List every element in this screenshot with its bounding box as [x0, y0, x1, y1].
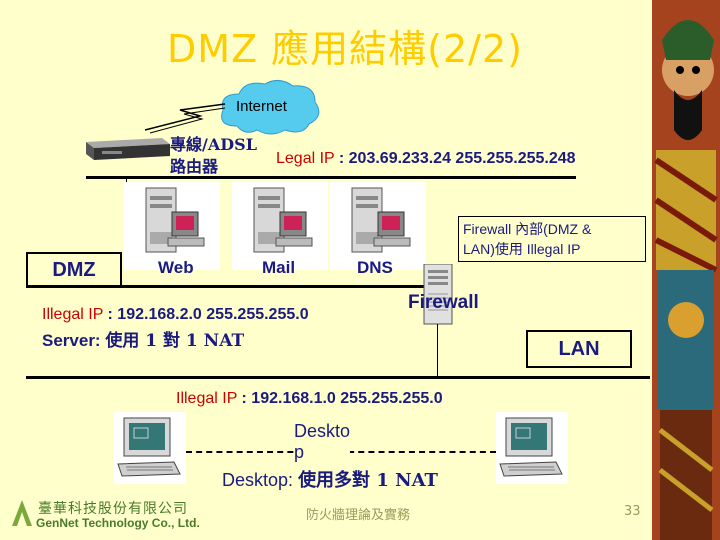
- router-label: 專線/ADSL 路由器: [170, 134, 257, 178]
- desktop-nat-label: Desktop:: [222, 470, 294, 490]
- server-nat-text: Server: 使用 1 對 1 NAT: [42, 326, 244, 351]
- wan-link-icon: [144, 103, 226, 134]
- desktop-label-line1: Deskto: [294, 421, 351, 441]
- web-server-label: Web: [158, 258, 194, 277]
- lan-label: LAN: [558, 338, 600, 360]
- internet-cloud-icon: [221, 80, 320, 135]
- dmz-label-box: DMZ: [26, 252, 122, 288]
- firewall-device-icon: [423, 264, 453, 325]
- dmz-label: DMZ: [52, 259, 96, 281]
- legal-ip-label: Legal IP: [276, 150, 335, 167]
- internet-label: Internet: [236, 98, 287, 115]
- dns-server-label: DNS: [357, 258, 393, 277]
- firewall-note-line1: Firewall 內部(DMZ &: [463, 221, 592, 237]
- router-label-line2: 路由器: [170, 157, 219, 176]
- desktop-label: Deskto p: [294, 421, 351, 463]
- company-name-en: GenNet Technology Co., Ltd.: [36, 516, 200, 530]
- lan-ip-value: : 192.168.1.0 255.255.255.0: [241, 390, 443, 407]
- dmz-network-line: [26, 285, 426, 288]
- dmz-ip-text: Illegal IP : 192.168.2.0 255.255.255.0: [42, 306, 309, 324]
- lan-network-line: [26, 376, 650, 379]
- slide-title: DMZ 應用結構(2/2): [167, 27, 523, 71]
- firewall-lan-link: [437, 324, 438, 376]
- external-network-line: [86, 176, 576, 179]
- page-number: 33: [624, 504, 641, 519]
- desktop-label-line2: p: [294, 442, 305, 462]
- web-server-icon: [124, 182, 220, 270]
- firewall-note-line2: LAN)使用 Illegal IP: [463, 241, 581, 257]
- mail-server-label: Mail: [262, 258, 296, 277]
- door-guardian-image: [652, 0, 720, 540]
- server-nat-value: 使用 1 對 1 NAT: [105, 331, 245, 351]
- lan-ip-label: Illegal IP: [176, 390, 238, 407]
- server-nat-label: Server:: [42, 331, 101, 350]
- dmz-ip-label: Illegal IP: [42, 306, 104, 323]
- company-name-cn: 臺華科技股份有限公司: [38, 501, 188, 517]
- mail-server-icon: [232, 182, 328, 270]
- desktop-nat-value: 使用多對 1 NAT: [298, 470, 438, 491]
- legal-ip-text: Legal IP : 203.69.233.24 255.255.255.248: [276, 150, 576, 168]
- dmz-ip-value: : 192.168.2.0 255.255.255.0: [107, 306, 309, 323]
- company-logo-icon: [12, 500, 32, 526]
- router-icon: [86, 138, 170, 160]
- legal-ip-value: : 203.69.233.24 255.255.255.248: [338, 150, 576, 167]
- desktop-right-icon: [496, 412, 568, 484]
- lan-ip-text: Illegal IP : 192.168.1.0 255.255.255.0: [176, 390, 443, 408]
- footer-course-title: 防火牆理論及實務: [306, 508, 411, 523]
- desktop-nat-text: Desktop: 使用多對 1 NAT: [222, 466, 438, 492]
- firewall-label: Firewall: [408, 292, 479, 313]
- router-label-line1: 專線/ADSL: [170, 135, 257, 154]
- firewall-note-box: Firewall 內部(DMZ & LAN)使用 Illegal IP: [458, 216, 646, 262]
- desktop-left-icon: [114, 412, 186, 484]
- dns-server-icon: [330, 182, 426, 270]
- lan-label-box: LAN: [526, 330, 632, 368]
